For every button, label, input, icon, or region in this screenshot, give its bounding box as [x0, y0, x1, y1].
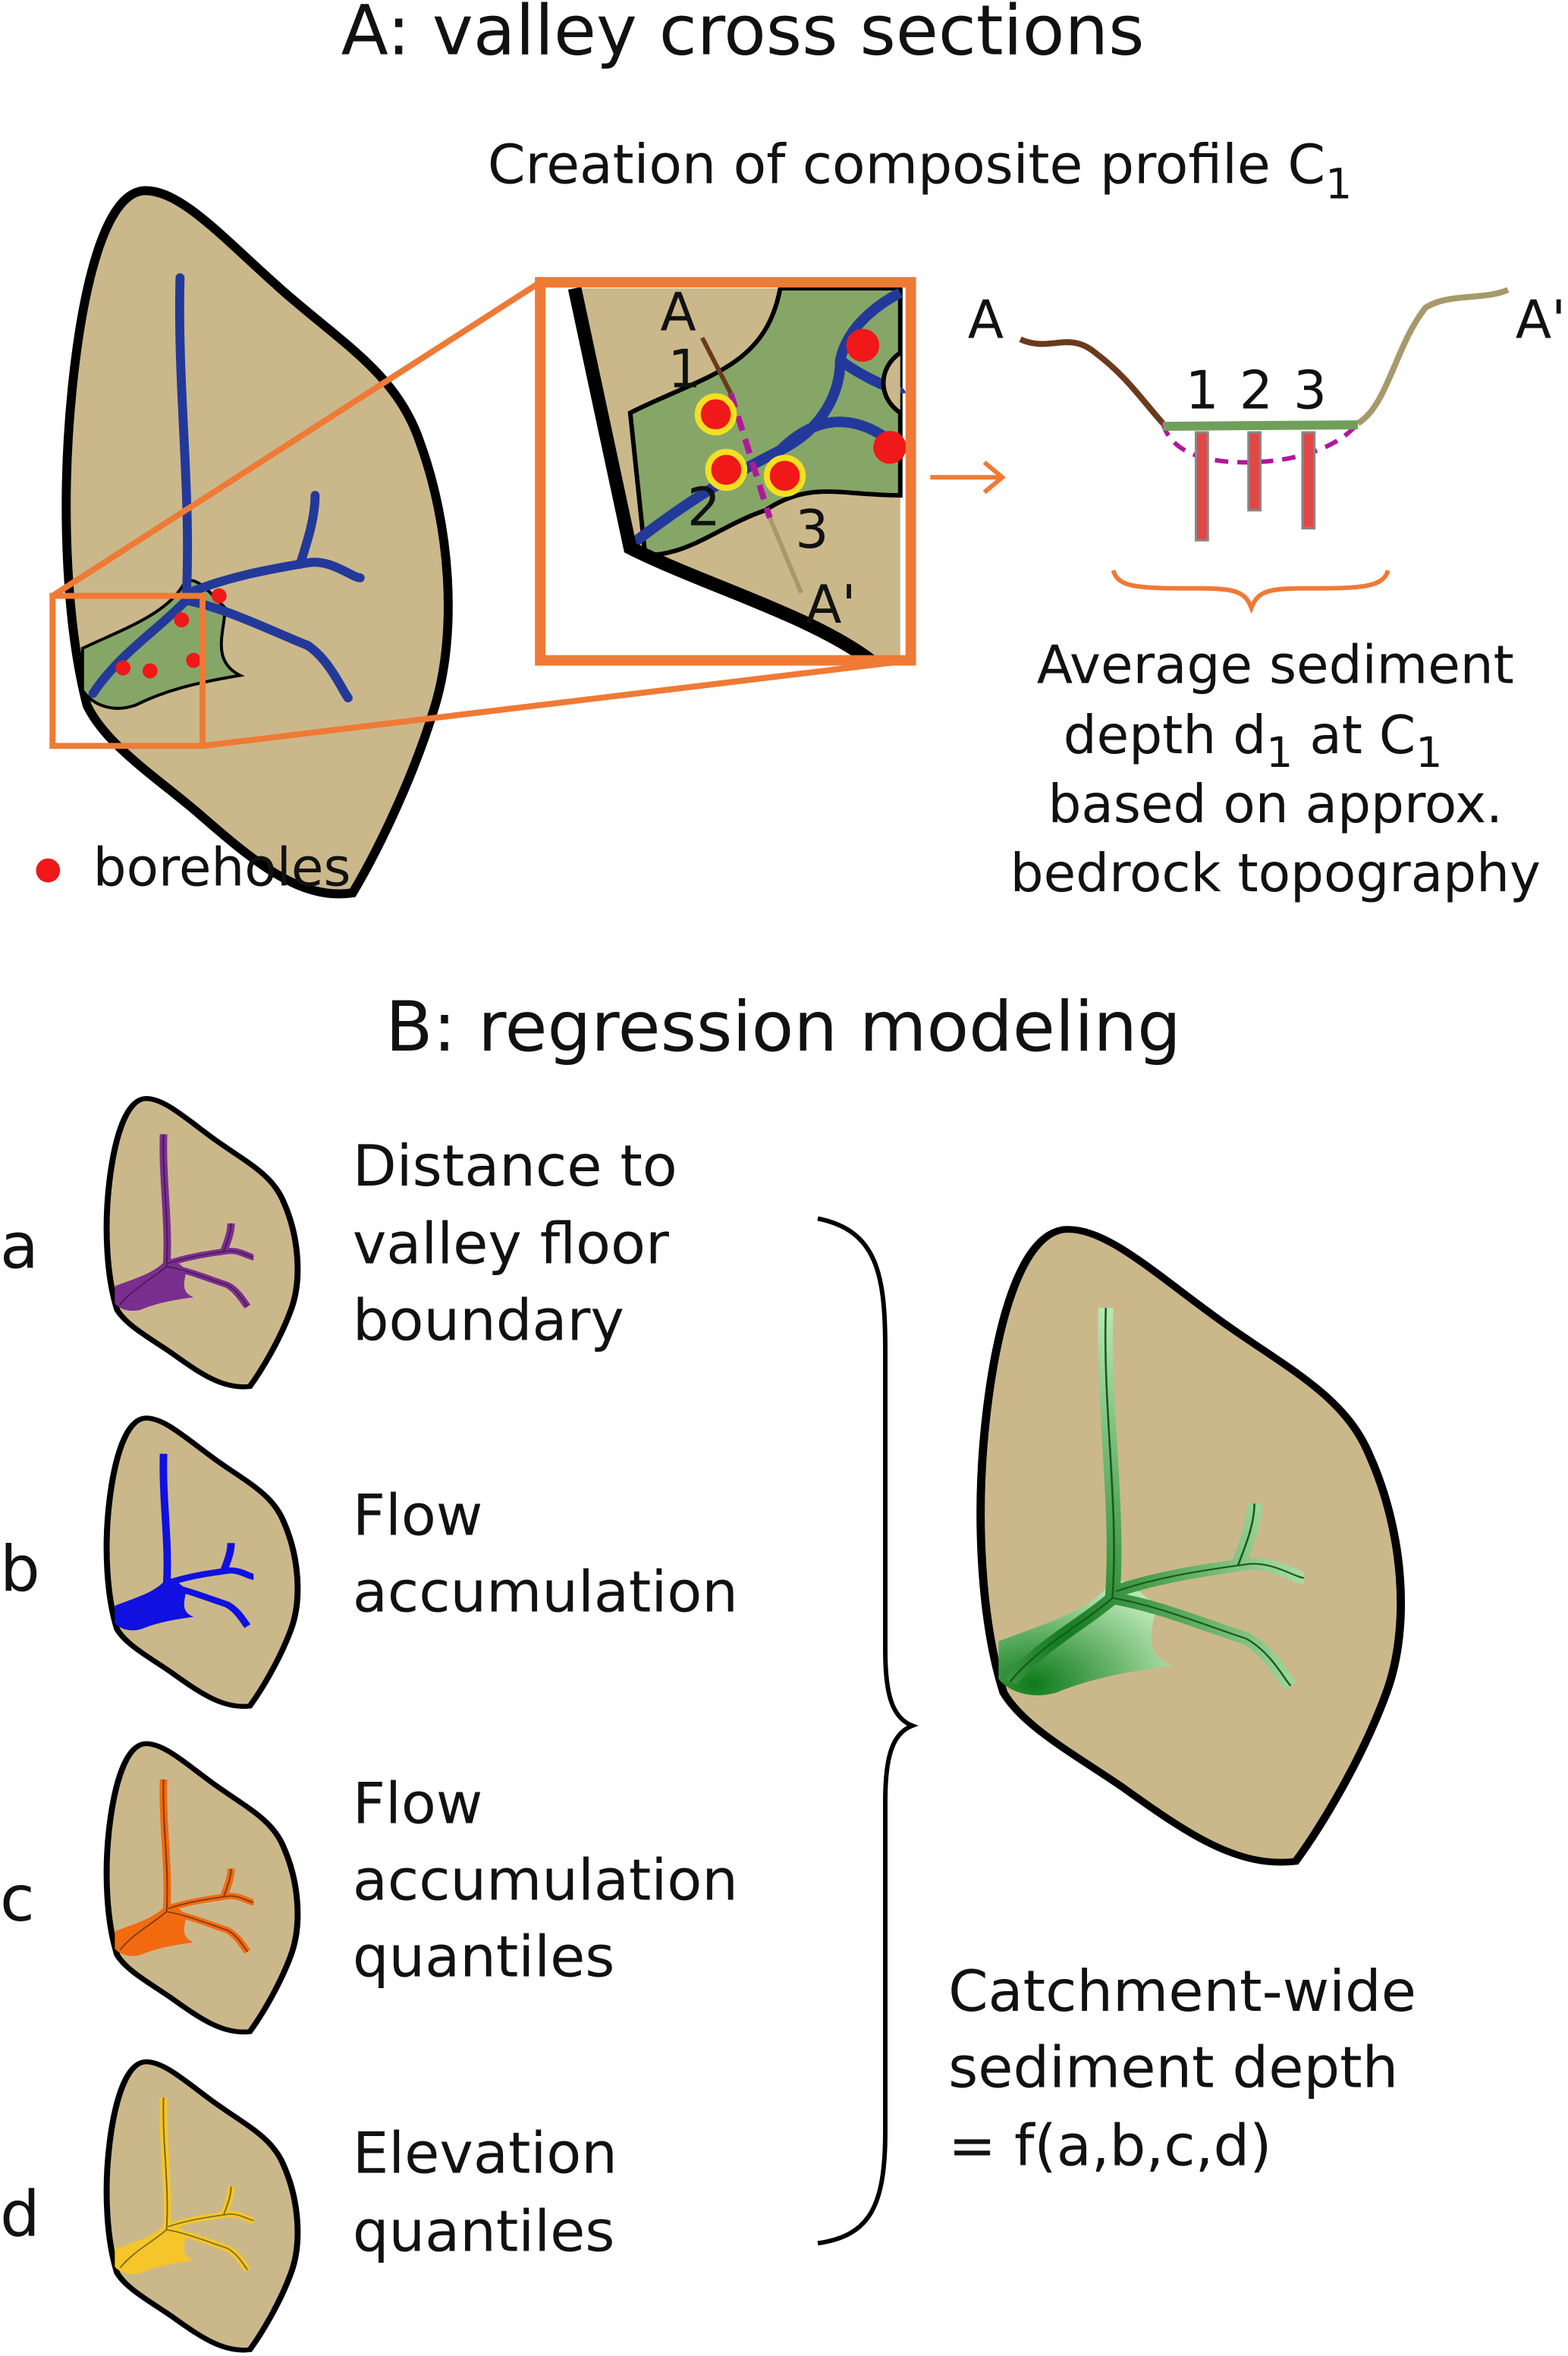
inset-label-2: 2 [687, 478, 721, 539]
cross-section-profile: A A' 1 2 3 [968, 287, 1566, 614]
borehole-bars [1194, 431, 1316, 542]
inset-label-3: 3 [795, 500, 828, 561]
svg-text:Distance to: Distance to [353, 1132, 677, 1199]
svg-text:Catchment-wide: Catchment-wide [948, 1958, 1416, 2025]
svg-text:= f(a,b,c,d): = f(a,b,c,d) [948, 2113, 1271, 2179]
panel-a-subtitle: Creation of composite profile C1 [488, 134, 1352, 209]
inset-label-a: A [660, 282, 696, 343]
svg-text:c: c [0, 1862, 35, 1936]
svg-text:bedrock topography: bedrock topography [1010, 843, 1541, 904]
inset-label-1: 1 [668, 340, 701, 401]
inset-boreholes [694, 328, 907, 497]
svg-text:quantiles: quantiles [353, 2197, 615, 2264]
svg-text:boundary: boundary [353, 1287, 624, 1354]
profile-label-a: A [968, 290, 1004, 350]
panel-b-title: B: regression modeling [385, 988, 1181, 1067]
borehole-markers [115, 588, 227, 679]
inset-map: A 1 2 3 A' [535, 277, 916, 666]
svg-text:Flow: Flow [353, 1770, 483, 1837]
inset-label-a-prime: A' [806, 575, 856, 636]
predictor-c: c Flow accumulation quantiles [0, 1744, 738, 2032]
svg-text:depth d1 at C1: depth d1 at C1 [1064, 705, 1443, 777]
svg-text:accumulation: accumulation [353, 1846, 738, 1913]
profile-label-2: 2 [1240, 360, 1273, 421]
borehole-icon [36, 858, 61, 883]
svg-text:accumulation: accumulation [353, 1559, 738, 1626]
profile-label-3: 3 [1293, 360, 1327, 421]
svg-text:Flow: Flow [353, 1482, 483, 1549]
brace-icon [817, 1216, 919, 2246]
svg-text:a: a [0, 1210, 39, 1283]
legend-label: boreholes [93, 837, 351, 898]
catchment-map [66, 190, 448, 894]
legend: boreholes [36, 837, 351, 898]
predictor-d: d Elevation quantiles [0, 2062, 617, 2350]
svg-text:b: b [0, 1532, 40, 1606]
svg-text:Average sediment: Average sediment [1037, 635, 1514, 696]
arrow-icon [930, 460, 1006, 495]
svg-text:based on approx.: based on approx. [1048, 774, 1503, 835]
svg-text:quantiles: quantiles [353, 1923, 615, 1990]
predictor-a: a Distance to valley floor boundary [0, 1098, 677, 1387]
svg-text:d: d [0, 2177, 40, 2251]
panel-a-title: A: valley cross sections [341, 0, 1145, 71]
brace-icon [1111, 569, 1390, 614]
svg-text:valley floor: valley floor [353, 1211, 669, 1277]
predictor-b: b Flow accumulation [0, 1418, 738, 1707]
profile-label-1: 1 [1186, 360, 1219, 421]
panel-a-caption: Average sediment depth d1 at C1 based on… [1010, 635, 1541, 904]
zoom-highlight [49, 279, 912, 749]
svg-text:Elevation: Elevation [353, 2119, 617, 2186]
svg-text:sediment depth: sediment depth [948, 2034, 1398, 2101]
result-catchment: Catchment-wide sediment depth = f(a,b,c,… [948, 1230, 1416, 2179]
profile-label-a-prime: A' [1516, 290, 1566, 350]
